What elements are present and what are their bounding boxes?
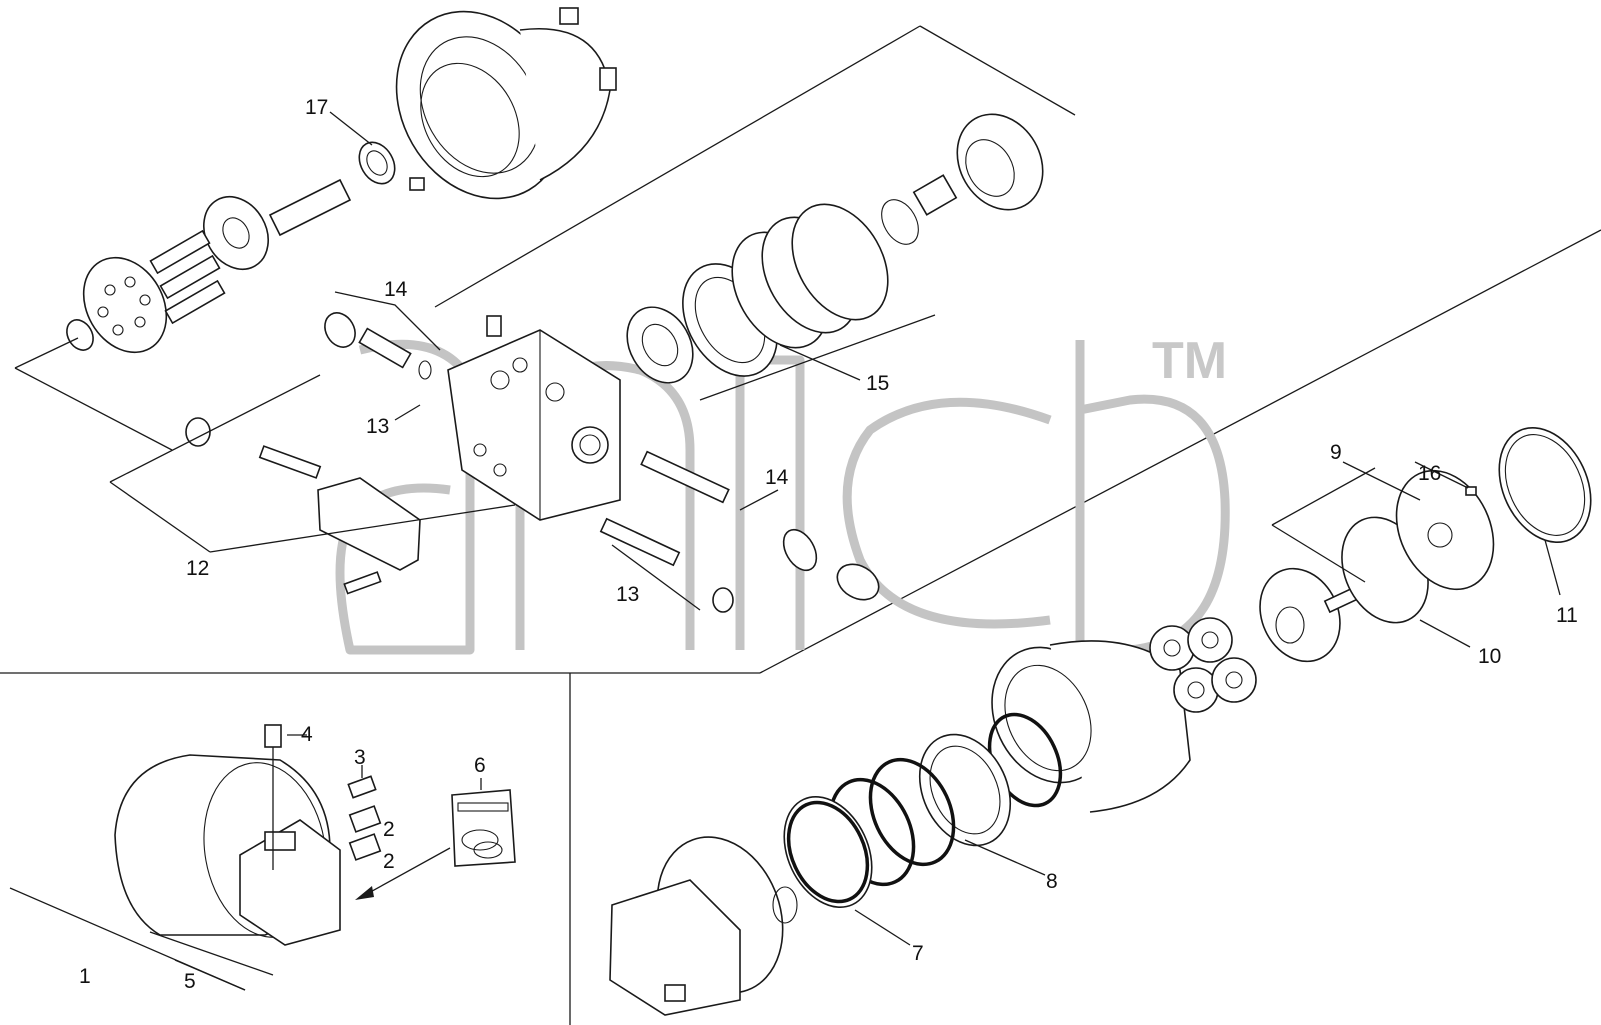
callout-6: 6 — [474, 754, 486, 777]
fitting-2 — [348, 805, 382, 861]
callout-13-left: 13 — [366, 415, 389, 438]
spool-right — [599, 450, 880, 613]
leader-1-5 — [9, 887, 274, 991]
leader-7 — [854, 909, 911, 946]
assembled-motor-left — [114, 754, 341, 946]
callout-17: 17 — [305, 96, 328, 119]
callout-15: 15 — [866, 372, 889, 395]
callout-8: 8 — [1046, 870, 1058, 893]
leader-10 — [1419, 619, 1471, 648]
leader-14a — [334, 291, 441, 351]
callout-2-upper: 2 — [383, 818, 395, 841]
valve-block — [447, 315, 621, 521]
callout-16: 16 — [1418, 462, 1441, 485]
callout-12: 12 — [186, 557, 209, 580]
leader-11 — [1544, 539, 1561, 596]
callout-10: 10 — [1478, 645, 1501, 668]
seal-bearing-row — [783, 712, 1063, 909]
arrow-kit-to-motor — [355, 847, 451, 900]
callout-13-bottom: 13 — [616, 583, 639, 606]
leader-17 — [14, 337, 79, 369]
leader-15 — [699, 314, 936, 401]
fitting-4 — [264, 724, 282, 870]
relief-valve-left — [324, 312, 432, 380]
callout-1: 1 — [79, 965, 91, 988]
watermark-trademark: TM — [1152, 332, 1227, 390]
leader-14b — [739, 489, 779, 511]
leader-12 — [109, 374, 516, 553]
fitting-3 — [347, 775, 377, 799]
callout-7: 7 — [912, 942, 924, 965]
callout-9: 9 — [1330, 441, 1342, 464]
callout-3: 3 — [354, 746, 366, 769]
spool-left — [185, 417, 421, 595]
cover-plate — [1341, 426, 1592, 624]
piston-cylinder-block — [66, 229, 226, 354]
callout-5: 5 — [184, 970, 196, 993]
leader-13b — [611, 544, 701, 611]
seal-kit-bag-6 — [451, 789, 516, 867]
callout-14-right: 14 — [765, 466, 789, 489]
hydraulic-motor-housing — [395, 7, 617, 200]
callout-11: 11 — [1556, 604, 1578, 627]
assembled-drive-right — [609, 836, 798, 1016]
callout-14-top: 14 — [384, 278, 408, 301]
callout-4: 4 — [301, 723, 313, 746]
brake-disc-stack — [626, 113, 1044, 384]
callout-2-lower: 2 — [383, 850, 395, 873]
final-drive-housing — [991, 640, 1191, 813]
shaft-assembly — [203, 141, 425, 270]
leader-8 — [964, 839, 1046, 876]
leader-9-16 — [1271, 461, 1469, 583]
planet-gears — [1149, 617, 1257, 713]
